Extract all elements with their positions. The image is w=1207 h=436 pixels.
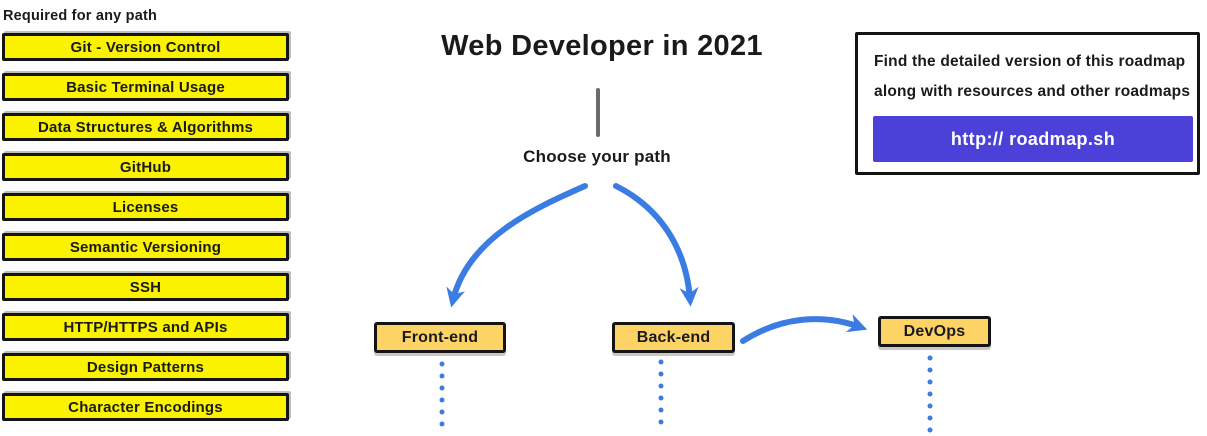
- required-item-label: Data Structures & Algorithms: [37, 118, 254, 136]
- roadmap-url-button[interactable]: http:// roadmap.sh: [873, 116, 1193, 162]
- node-frontend[interactable]: Front-end: [374, 322, 506, 353]
- required-item-label: Basic Terminal Usage: [66, 78, 225, 96]
- title-connector-line: [596, 88, 600, 137]
- roadmap-info-card: Find the detailed version of this roadma…: [855, 32, 1200, 175]
- required-item[interactable]: Licenses: [2, 193, 289, 221]
- node-devops[interactable]: DevOps: [878, 316, 991, 347]
- node-backend-label: Back-end: [636, 328, 711, 346]
- required-item-label: Licenses: [112, 198, 179, 216]
- arrow-to-frontend: [446, 183, 588, 308]
- required-item-label: GitHub: [119, 158, 172, 176]
- required-item-label: Git - Version Control: [70, 38, 221, 56]
- node-frontend-label: Front-end: [401, 328, 479, 346]
- info-line-1: Find the detailed version of this roadma…: [874, 53, 1186, 70]
- required-item-label: HTTP/HTTPS and APIs: [63, 318, 228, 336]
- info-line-2: along with resources and other roadmaps: [874, 83, 1191, 100]
- required-section: Required for any path Git - Version Cont…: [2, 8, 289, 421]
- page-title: Web Developer in 2021: [441, 30, 763, 62]
- required-item-label: Character Encodings: [68, 398, 223, 416]
- required-item[interactable]: Character Encodings: [2, 393, 289, 421]
- required-list: Git - Version Control Basic Terminal Usa…: [2, 33, 289, 421]
- required-item[interactable]: Design Patterns: [2, 353, 289, 381]
- required-item[interactable]: Semantic Versioning: [2, 233, 289, 261]
- required-item-label: SSH: [129, 278, 162, 296]
- required-item[interactable]: HTTP/HTTPS and APIs: [2, 313, 289, 341]
- required-item[interactable]: SSH: [2, 273, 289, 301]
- choose-path-label: Choose your path: [523, 147, 671, 166]
- node-devops-label: DevOps: [903, 322, 966, 340]
- required-item[interactable]: Basic Terminal Usage: [2, 73, 289, 101]
- arrow-to-backend: [613, 183, 699, 307]
- required-item[interactable]: Git - Version Control: [2, 33, 289, 61]
- arrow-backend-to-devops: [740, 314, 868, 344]
- required-item-label: Semantic Versioning: [69, 238, 222, 256]
- required-header: Required for any path: [3, 8, 158, 24]
- required-item-label: Design Patterns: [86, 358, 205, 376]
- required-item[interactable]: GitHub: [2, 153, 289, 181]
- required-item[interactable]: Data Structures & Algorithms: [2, 113, 289, 141]
- node-backend[interactable]: Back-end: [612, 322, 735, 353]
